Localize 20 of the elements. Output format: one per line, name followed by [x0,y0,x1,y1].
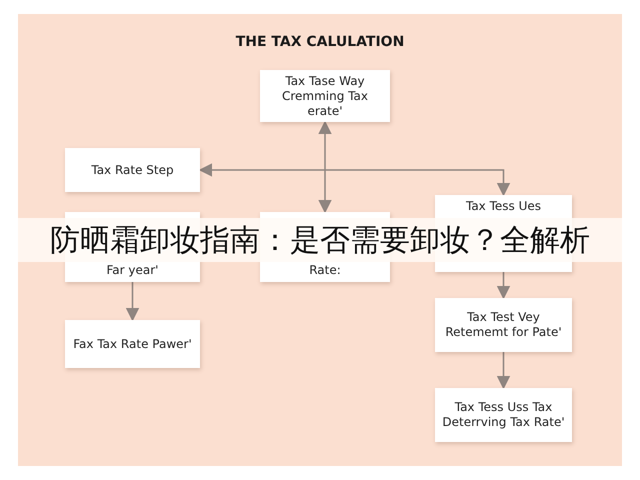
box-label: Tax Tess Uss Tax Deterrving Tax Rate' [441,400,566,430]
box-label: Rate: [309,263,341,278]
process-box [65,320,200,368]
box-label: Tax Tase Way Cremming Tax erate' [281,74,369,118]
arrow [198,163,510,196]
process-box [260,70,390,122]
box-label: Tax Rate Step [91,162,174,178]
box-label: Fax Tax Rate Pawer' [73,336,192,352]
arrow [126,282,140,322]
box-label: Tax Tess Ues [466,199,542,214]
process-box [435,298,572,352]
process-box [65,148,200,192]
overlay-banner-text: 防晒霜卸妆指南：是否需要卸妆？全解析 [50,222,590,260]
arrow [496,272,510,300]
box-label: Tax Test Vey Retememt for Pate' [444,310,563,340]
arrow [318,120,332,214]
arrow [496,352,510,390]
box-label: Far year' [106,263,158,278]
diagram-title: THE TAX CALULATION [234,34,406,50]
process-box [435,388,572,442]
